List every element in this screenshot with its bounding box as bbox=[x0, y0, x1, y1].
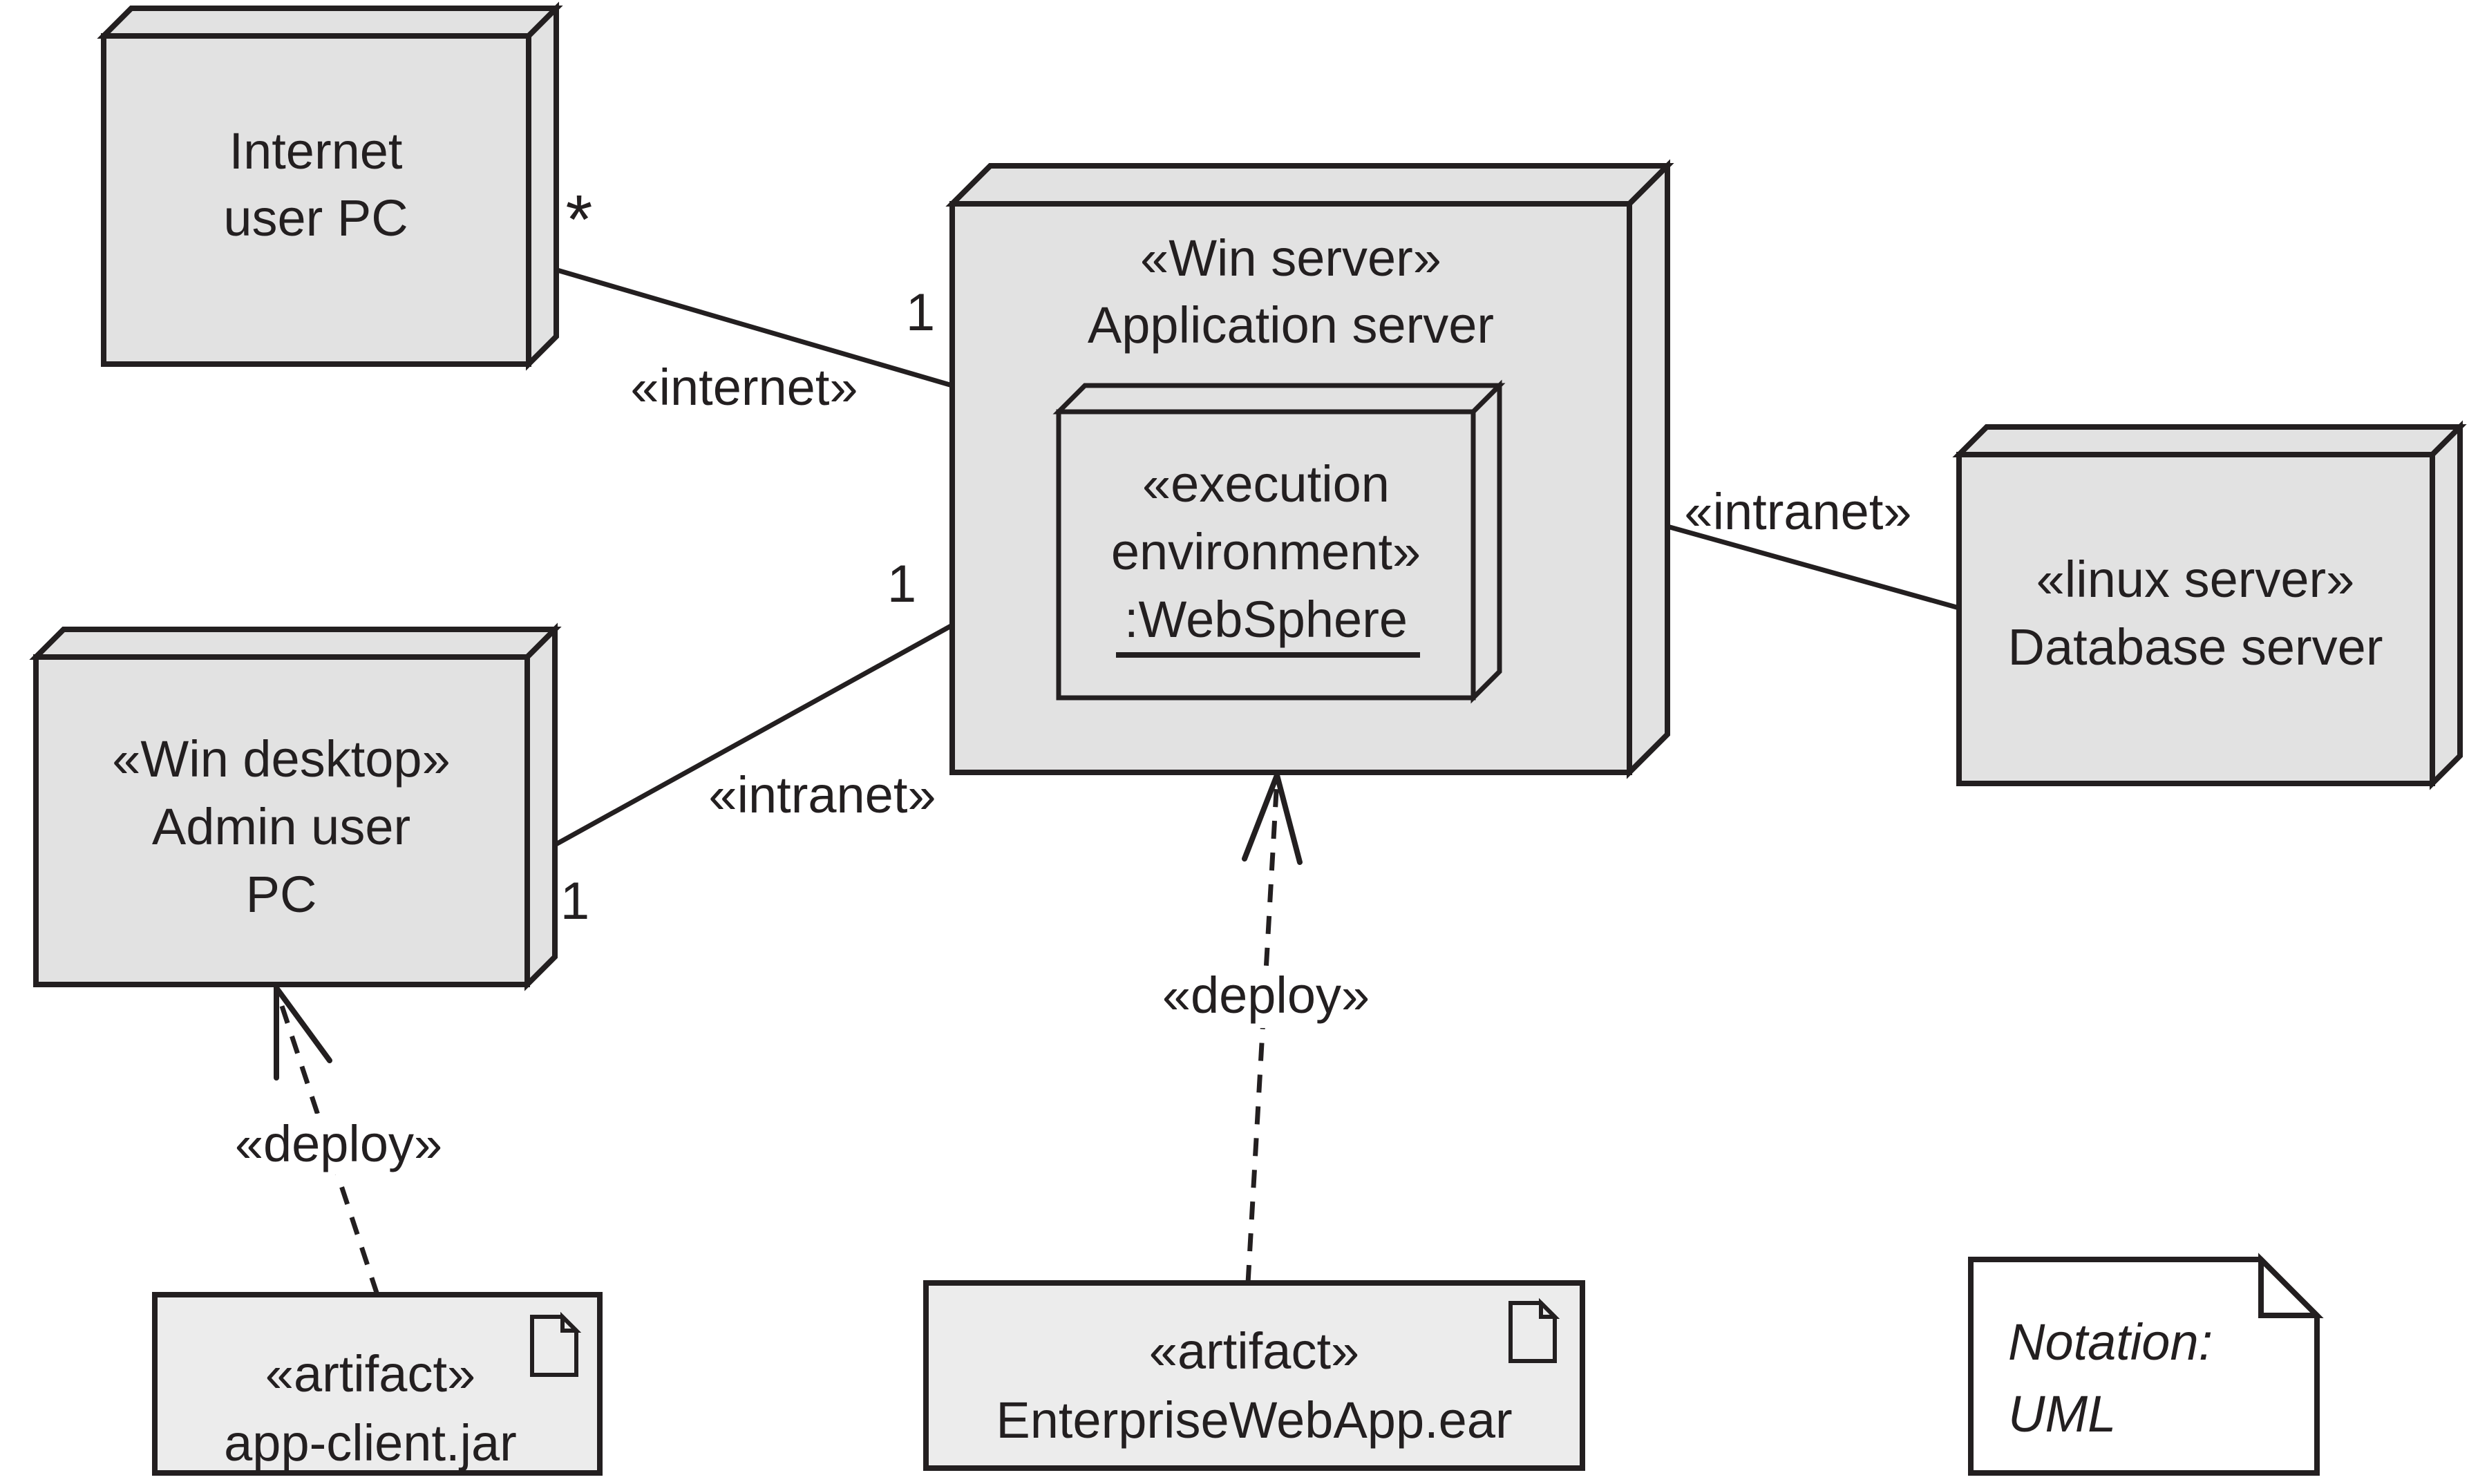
notation-note: Notation: UML bbox=[1968, 1253, 2324, 1476]
deploy-ear-label-backdrop bbox=[1153, 966, 1381, 1028]
admin-pc-name-line2: PC bbox=[246, 866, 317, 923]
intranet-admin-link-label: «intranet» bbox=[708, 766, 936, 824]
enterprise-web-app-ear-stereotype: «artifact» bbox=[1149, 1322, 1359, 1380]
internet-pc-front-face bbox=[101, 33, 531, 367]
enterprise-web-app-ear-box bbox=[923, 1280, 1585, 1471]
deploy-jar-label-backdrop bbox=[228, 1114, 451, 1174]
database-server-name: Database server bbox=[2008, 618, 2383, 676]
connection-intranet-db: «intranet» bbox=[1667, 483, 1960, 611]
document-icon-fold bbox=[560, 1311, 582, 1333]
document-icon-fold bbox=[1539, 1297, 1560, 1319]
admin-pc-side-face bbox=[524, 622, 558, 991]
note-body bbox=[1968, 1257, 2320, 1476]
application-server-side-face bbox=[1627, 159, 1670, 779]
enterprise-web-app-ear-name: EnterpriseWebApp.ear bbox=[996, 1391, 1512, 1449]
app-client-jar-stereotype: «artifact» bbox=[265, 1345, 475, 1402]
document-icon bbox=[530, 1311, 582, 1377]
connection-intranet-admin: 1 1 «intranet» bbox=[526, 555, 954, 931]
database-server-stereotype: «linux server» bbox=[2036, 551, 2355, 608]
websphere-stereotype-line2: environment» bbox=[1111, 523, 1421, 580]
websphere-front-face bbox=[1056, 409, 1476, 701]
admin-pc-stereotype: «Win desktop» bbox=[112, 730, 451, 788]
application-server-name: Application server bbox=[1088, 296, 1494, 354]
database-server-front-face bbox=[1956, 452, 2435, 786]
database-server-side-face bbox=[2430, 420, 2463, 790]
internet-link-line bbox=[554, 267, 953, 388]
application-server-top-face bbox=[945, 163, 1674, 207]
deploy-jar-label: «deploy» bbox=[235, 1115, 442, 1172]
node-websphere-execution-environment: «execution environment» :WebSphere bbox=[1052, 379, 1506, 704]
admin-pc-name-line1: Admin user bbox=[152, 798, 410, 855]
deploy-ear-arrowhead bbox=[1242, 766, 1303, 865]
internet-link-label: «internet» bbox=[630, 359, 858, 416]
internet-target-multiplicity: 1 bbox=[906, 283, 935, 342]
document-icon bbox=[1508, 1297, 1560, 1363]
note-line1: Notation: bbox=[2008, 1313, 2213, 1371]
deploy-ear-dashed-line bbox=[1245, 779, 1280, 1284]
intranet-admin-link-line bbox=[526, 622, 954, 863]
websphere-top-face bbox=[1052, 383, 1506, 415]
admin-pc-top-face bbox=[29, 627, 562, 660]
websphere-stereotype-line1: «execution bbox=[1142, 455, 1390, 513]
intranet-db-link-label: «intranet» bbox=[1684, 483, 1911, 540]
app-client-jar-box bbox=[152, 1292, 603, 1476]
connection-internet: * 1 «internet» bbox=[554, 181, 953, 416]
intranet-admin-source-multiplicity: 1 bbox=[560, 872, 589, 931]
app-client-jar-name: app-client.jar bbox=[224, 1414, 517, 1472]
websphere-side-face bbox=[1470, 379, 1502, 704]
artifact-enterprise-web-app-ear: «artifact» EnterpriseWebApp.ear bbox=[923, 1280, 1585, 1471]
intranet-admin-target-multiplicity: 1 bbox=[887, 555, 916, 613]
intranet-db-link-line bbox=[1667, 524, 1960, 611]
application-server-stereotype: «Win server» bbox=[1140, 229, 1441, 287]
node-application-server: «Win server» Application server «executi… bbox=[945, 159, 1674, 779]
internet-pc-name-line1: Internet bbox=[229, 122, 403, 180]
note-line2: UML bbox=[2008, 1385, 2116, 1443]
deploy-jar-arrowhead bbox=[274, 979, 332, 1081]
deploy-app-client-arrow: «deploy» bbox=[228, 979, 451, 1296]
note-fold-corner-icon bbox=[2258, 1253, 2324, 1318]
node-internet-user-pc: Internet user PC bbox=[97, 1, 563, 371]
websphere-instance-name: :WebSphere bbox=[1124, 591, 1408, 648]
deploy-enterprise-web-app-arrow: «deploy» bbox=[1153, 766, 1381, 1284]
node-database-server: «linux server» Database server bbox=[1952, 420, 2467, 790]
internet-source-multiplicity: * bbox=[566, 181, 593, 258]
admin-pc-front-face bbox=[33, 654, 530, 987]
internet-pc-top-face bbox=[97, 6, 563, 39]
node-admin-user-pc: «Win desktop» Admin user PC bbox=[29, 622, 562, 991]
artifact-app-client-jar: «artifact» app-client.jar bbox=[152, 1292, 603, 1476]
internet-pc-name-line2: user PC bbox=[223, 189, 408, 247]
deploy-ear-label: «deploy» bbox=[1162, 967, 1370, 1024]
internet-pc-side-face bbox=[526, 1, 559, 371]
database-server-top-face bbox=[1952, 424, 2467, 457]
